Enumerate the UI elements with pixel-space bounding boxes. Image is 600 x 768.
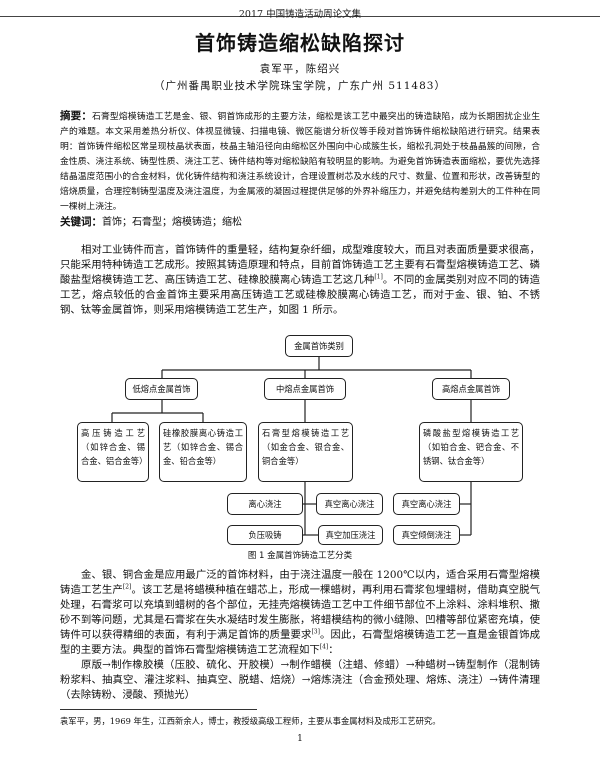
diagram-node-root: 金属首饰类别 (285, 335, 353, 357)
diagram-node-vacuum-suction: 负压吸铸 (227, 525, 303, 545)
diagram-node-vacuum-centrifugal: 真空离心浇注 (316, 493, 383, 515)
diagram-node-centrifugal: 离心浇注 (227, 493, 303, 515)
page: 2017 中国铸造活动周论文集 首饰铸造缩松缺陷探讨 袁军平，陈绍兴 （广州番禺… (0, 9, 600, 744)
diagram-node-vacuum-pressure: 真空加压浇注 (318, 525, 383, 545)
diagram-node-vacuum-tilt: 真空倾倒浇注 (393, 525, 460, 545)
abstract-label: 摘要： (60, 110, 92, 122)
para-text: ： (328, 644, 339, 656)
running-header: 2017 中国铸造活动周论文集 (238, 9, 362, 20)
figure-caption: 图 1 金属首饰铸造工艺分类 (247, 551, 353, 561)
figure-connectors (111, 357, 472, 536)
paragraph-gypsum: 金、银、铜合金是应用最广泛的首饰材料，由于浇注温度一般在 1200℃以内，适合采… (60, 568, 540, 658)
paragraph-intro: 相对工业铸件而言，首饰铸件的重量轻，结构复杂纤细，成型难度较大，而且对表面质量要… (60, 243, 540, 318)
diagram-node-mid-melting: 中熔点金属首饰 (264, 378, 346, 400)
diagram-node-phosphate-investment: 磷酸盐型熔模铸造工艺（如铂合金、钯合金、不锈钢、钛合金等） (419, 422, 523, 482)
para-text: 。不同的金属类别对应不同的铸造工艺，熔点较低的合金首饰主要采用高压铸造工艺或硅橡… (60, 274, 541, 316)
affiliation: （广州番禺职业技术学院珠宝学院，广东广州 511483） (154, 80, 446, 92)
diagram-node-silicone-centrifugal: 硅橡胶膜离心铸造工艺（如锌合金、锡合金、铅合金等） (159, 422, 247, 482)
abstract: 摘要：石膏型熔模铸造工艺是金、银、铜首饰成形的主要方法，缩松是该工艺中最突出的铸… (60, 109, 540, 215)
keywords-label: 关键词： (60, 216, 102, 228)
abstract-text: 石膏型熔模铸造工艺是金、银、铜首饰成形的主要方法，缩松是该工艺中最突出的铸造缺陷… (60, 112, 540, 212)
citation: [4] (319, 643, 329, 651)
para-text: 相对工业铸件而言，首饰铸件的重量轻，结构复杂纤细，成型难度较大，而且对表面质量要… (60, 244, 540, 286)
diagram-node-low-melting: 低熔点金属首饰 (125, 378, 198, 400)
paper-title: 首饰铸造缩松缺陷探讨 (195, 31, 405, 55)
footnote-rule (60, 709, 257, 710)
page-number: 1 (297, 734, 303, 744)
figure-1: 金属首饰类别 低熔点金属首饰 中熔点金属首饰 高熔点金属首饰 高压铸造工艺（如锌… (0, 330, 600, 564)
keywords-text: 首饰；石膏型；熔模铸造；缩松 (102, 217, 242, 228)
paragraph-process-flow: 原版→制作橡胶模（压胶、硫化、开胶模）→制作蜡模（注蜡、修蜡）→种蜡树→铸型制作… (60, 659, 540, 701)
authors: 袁军平，陈绍兴 (259, 63, 341, 75)
diagram-node-high-pressure-casting: 高压铸造工艺（如锌合金、锡合金、铝合金等） (77, 422, 149, 482)
para-text: 。该工艺是将蜡模种植在蜡芯上，形成一棵蜡树，再利用石膏浆包埋蜡树，借助真空脱气处… (60, 584, 541, 641)
citation: [1] (374, 273, 383, 281)
diagram-node-gypsum-investment: 石膏型熔模铸造工艺（如金合金、银合金、铜合金等） (258, 422, 353, 482)
citation: [2] (122, 583, 132, 591)
diagram-node-vacuum-centrifugal-high: 真空离心浇注 (393, 493, 460, 515)
citation: [3] (311, 628, 320, 636)
keywords: 关键词：首饰；石膏型；熔模铸造；缩松 (60, 215, 540, 230)
header-rule (0, 16, 600, 17)
diagram-node-high-melting: 高熔点金属首饰 (432, 378, 510, 400)
para-text: 金、银、铜合金是应用最广泛的首饰材料，由于浇注温度一般在 1200℃以内，适合采… (60, 569, 540, 596)
footnote: 袁军平，男，1969 年生，江西新余人，博士，教授级高级工程师，主要从事金属材料… (60, 716, 441, 726)
para-text: 。因此，石膏型熔模铸造工艺一直是金银首饰成型的主要方法。典型的首饰石膏型熔模铸造… (60, 629, 541, 656)
